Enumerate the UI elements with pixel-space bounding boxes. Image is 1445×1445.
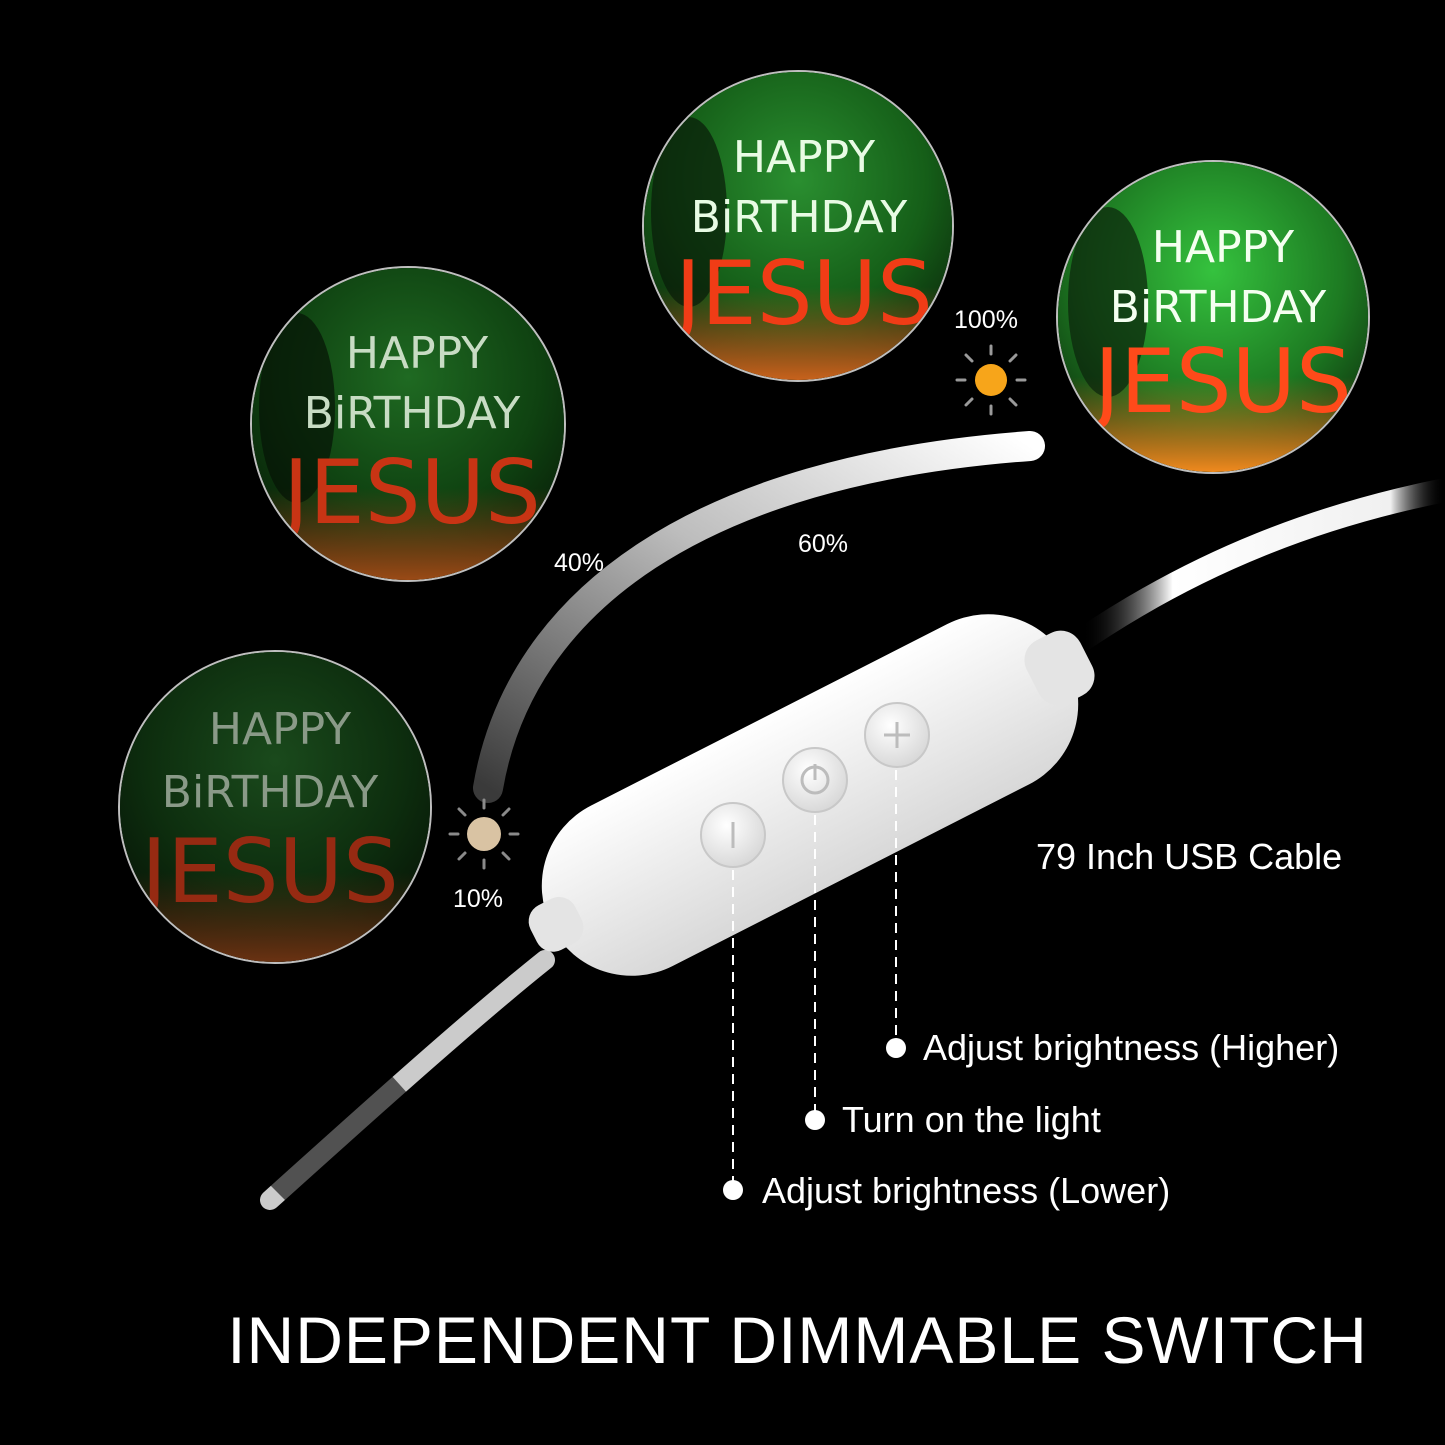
sun-dim-icon [448,798,520,870]
sun-bright-icon [955,344,1027,416]
sign-line1: HAPPY [346,328,488,379]
sign-line2: BiRTHDAY [304,388,521,439]
level-label-10: 10% [453,885,504,913]
sign-line3: JESUS [1089,330,1352,433]
headline: INDEPENDENT DIMMABLE SWITCH [227,1303,1368,1377]
sign-line1: HAPPY [733,132,875,183]
callout-dot-higher [886,1038,906,1058]
callout-higher: Adjust brightness (Higher) [923,1027,1340,1068]
sign-line3: JESUS [136,820,399,923]
preview-60: HAPPY BiRTHDAY JESUS [642,70,954,382]
plus-icon [884,722,910,748]
sign-line3: JESUS [278,441,541,544]
power-button[interactable] [782,747,848,813]
level-label-100: 100% [954,306,1018,334]
sign-line2: BiRTHDAY [691,192,908,243]
callout-power: Turn on the light [842,1099,1101,1140]
cable-length-label: 79 Inch USB Cable [1036,836,1343,877]
sign-line2: BiRTHDAY [162,767,379,818]
power-icon [800,764,830,795]
minus-button[interactable] [700,802,766,868]
sign-line3: JESUS [670,242,933,345]
brightness-arc [473,431,1045,803]
usb-cable [1070,478,1445,652]
level-label-60: 60% [798,530,849,558]
preview-40: HAPPY BiRTHDAY JESUS [250,266,566,582]
callout-dot-power [805,1110,825,1130]
plus-button[interactable] [864,702,930,768]
preview-10: HAPPY BiRTHDAY JESUS [118,650,432,964]
callout-dot-lower [723,1180,743,1200]
sign-line1: HAPPY [1152,222,1294,273]
sign-line1: HAPPY [209,704,351,755]
sign-line2: BiRTHDAY [1110,282,1327,333]
callout-lower: Adjust brightness (Lower) [762,1170,1171,1211]
level-label-40: 40% [554,549,605,577]
